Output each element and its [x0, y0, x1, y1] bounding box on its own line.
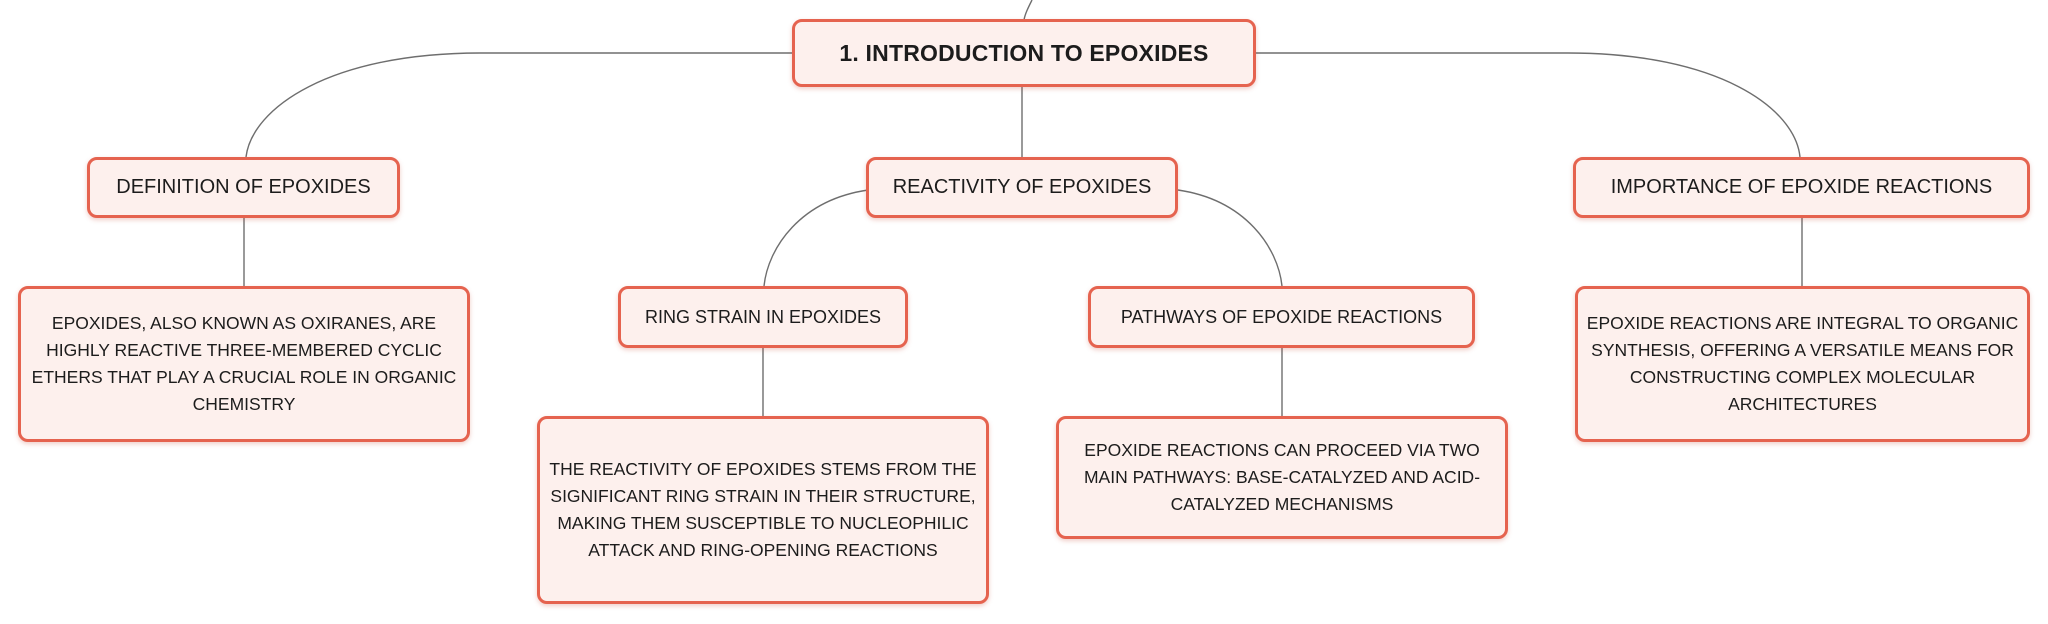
pathways-subtopic-label: PATHWAYS OF EPOXIDE REACTIONS: [1120, 306, 1443, 327]
pathways-detail-node[interactable]: EPOXIDE REACTIONS CAN PROCEED VIA TWO MA…: [1056, 416, 1508, 539]
importance-topic-node[interactable]: IMPORTANCE OF EPOXIDE REACTIONS: [1573, 157, 2030, 218]
connector-parent-to-root: [1023, 0, 1033, 21]
importance-detail-text: EPOXIDE REACTIONS ARE INTEGRAL TO ORGANI…: [1586, 313, 2019, 414]
root-topic-node[interactable]: 1. INTRODUCTION TO EPOXIDES: [792, 19, 1256, 87]
importance-topic-label: IMPORTANCE OF EPOXIDE REACTIONS: [1610, 176, 1993, 198]
pathways-detail-text: EPOXIDE REACTIONS CAN PROCEED VIA TWO MA…: [1083, 440, 1481, 514]
pathways-subtopic-node[interactable]: PATHWAYS OF EPOXIDE REACTIONS: [1088, 286, 1475, 348]
definition-detail-node[interactable]: EPOXIDES, ALSO KNOWN AS OXIRANES, ARE HI…: [18, 286, 470, 442]
importance-detail-node[interactable]: EPOXIDE REACTIONS ARE INTEGRAL TO ORGANI…: [1575, 286, 2030, 442]
connector-reactivity-to-ring-strain: [763, 189, 869, 287]
definition-topic-node[interactable]: DEFINITION OF EPOXIDES: [87, 157, 400, 218]
reactivity-topic-node[interactable]: REACTIVITY OF EPOXIDES: [866, 157, 1178, 218]
ring-strain-subtopic-label: RING STRAIN IN EPOXIDES: [644, 306, 882, 327]
definition-detail-text: EPOXIDES, ALSO KNOWN AS OXIRANES, ARE HI…: [31, 313, 457, 414]
reactivity-topic-label: REACTIVITY OF EPOXIDES: [892, 176, 1152, 198]
connector-root-to-importance: [1255, 52, 1801, 158]
ring-strain-detail-text: THE REACTIVITY OF EPOXIDES STEMS FROM TH…: [549, 459, 977, 560]
root-topic-label: 1. INTRODUCTION TO EPOXIDES: [839, 39, 1209, 66]
definition-topic-label: DEFINITION OF EPOXIDES: [116, 176, 371, 198]
connector-root-to-definition: [245, 52, 793, 158]
ring-strain-detail-node[interactable]: THE REACTIVITY OF EPOXIDES STEMS FROM TH…: [537, 416, 989, 604]
connector-reactivity-to-pathways: [1177, 189, 1283, 287]
ring-strain-subtopic-node[interactable]: RING STRAIN IN EPOXIDES: [618, 286, 908, 348]
